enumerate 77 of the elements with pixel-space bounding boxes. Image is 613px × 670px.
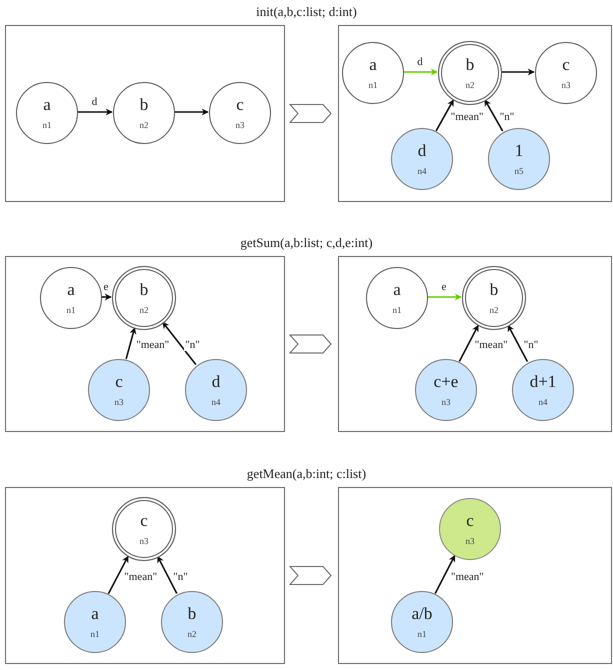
chevron-arrow: [288, 334, 332, 354]
panel-box: [5, 256, 285, 432]
node-label: a: [67, 280, 75, 300]
node-id: n3: [442, 396, 450, 408]
arrow: [484, 99, 504, 132]
arrow: [501, 68, 535, 76]
node-label: b: [140, 95, 148, 115]
node-id: n5: [514, 165, 524, 177]
node-id: n3: [114, 396, 124, 408]
node-id: n4: [418, 165, 426, 177]
edge-label: "mean": [135, 339, 170, 352]
arrow: [434, 554, 456, 594]
edge-label: "n": [184, 339, 201, 352]
node-id: n1: [42, 119, 52, 131]
arrow: [174, 108, 209, 116]
node-label: c: [140, 511, 148, 531]
node-label: d+1: [530, 372, 556, 392]
node-id: n1: [368, 79, 378, 91]
node-label: b: [466, 55, 474, 75]
edge-label: "n": [172, 570, 189, 583]
function-signature: getSum(a,b:list; c,d,e:int): [239, 235, 374, 251]
node-id: n2: [140, 304, 148, 316]
node-id: n2: [466, 79, 474, 91]
panel-box: [5, 487, 285, 664]
node-label: a/b: [412, 604, 432, 624]
node-id: n3: [236, 119, 244, 131]
node-id: n1: [418, 628, 426, 640]
node-label: b: [140, 280, 148, 300]
node-label: a: [369, 55, 377, 75]
node-id: n3: [562, 79, 570, 91]
panel-box: [5, 25, 285, 202]
edge-label: "mean": [450, 111, 485, 124]
arrow: [427, 294, 462, 300]
panel-box: [338, 256, 612, 432]
arrow: [156, 556, 178, 594]
node-id: n1: [90, 628, 100, 640]
arrow: [101, 294, 112, 300]
node-label: c: [562, 55, 570, 75]
edge-label: "mean": [474, 339, 509, 352]
node-label: 1: [514, 141, 524, 161]
arrow: [108, 556, 129, 594]
arrow: [403, 68, 438, 76]
node-id: n2: [140, 119, 148, 131]
panel-box: [338, 25, 612, 202]
node-label: a: [91, 604, 99, 624]
chevron-arrow: [288, 104, 332, 123]
node-id: n1: [392, 304, 402, 316]
arrow: [458, 324, 479, 362]
node-label: a: [393, 280, 401, 300]
edge-label: "mean": [123, 570, 158, 583]
arrow: [125, 327, 136, 360]
node-label: c: [236, 95, 244, 115]
node-id: n3: [466, 535, 474, 547]
edge-label: d: [416, 56, 424, 68]
node-id: n2: [490, 304, 498, 316]
node-label: b: [188, 604, 196, 624]
node-id: n3: [140, 535, 148, 547]
arrow: [507, 324, 528, 362]
node-label: b: [490, 280, 498, 300]
arrow: [162, 322, 197, 366]
edge-label: "mean": [450, 570, 485, 582]
node-label: d: [418, 141, 426, 161]
arrow: [435, 99, 454, 132]
function-signature: init(a,b,c:list; d:int): [255, 4, 358, 20]
node-id: n2: [188, 628, 196, 640]
node-id: n1: [66, 304, 76, 316]
node-label: c: [466, 511, 474, 531]
chevron-arrow: [288, 566, 332, 585]
node-id: n4: [538, 396, 548, 408]
node-label: c+e: [434, 372, 458, 392]
node-label: a: [43, 95, 51, 115]
node-label: c: [115, 372, 123, 392]
node-label: d: [212, 372, 220, 392]
arrow: [77, 108, 113, 116]
panel-box: [338, 487, 612, 664]
node-id: n4: [212, 396, 220, 408]
function-signature: getMean(a,b:int; c:list): [246, 466, 368, 482]
